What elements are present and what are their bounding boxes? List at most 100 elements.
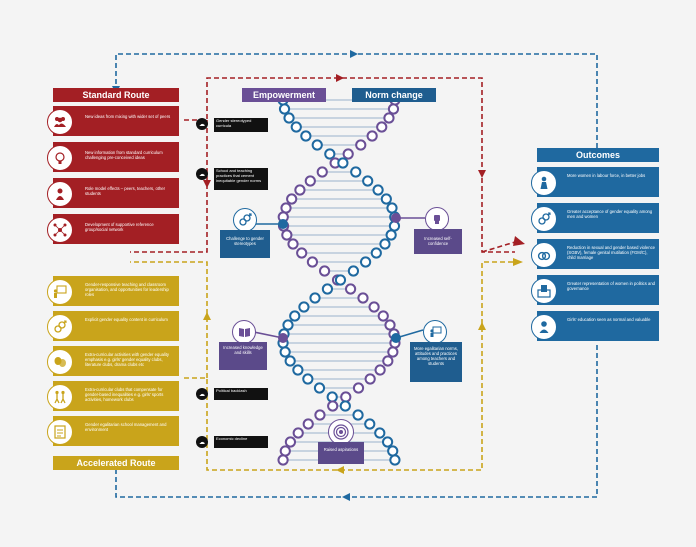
knowledge-skills-box: Increased knowledge and skills — [219, 342, 267, 370]
helix-bead-norm-change — [284, 355, 296, 367]
blocker-label: Gender stereotyped curricula — [214, 118, 268, 132]
helix-bead-empowerment — [357, 292, 369, 304]
outcome-item-text: Girls' education seen as normal and valu… — [567, 317, 651, 322]
helix-bead-norm-change — [347, 265, 360, 277]
helix-bead-norm-change — [364, 418, 376, 430]
standard-route-item: New information from standard curriculum… — [47, 142, 179, 172]
helix-bead-empowerment — [287, 238, 299, 250]
empowerment-label: Empowerment — [242, 88, 326, 102]
target-icon — [328, 419, 354, 445]
helix-bead-norm-change — [385, 229, 397, 241]
helix-bead-empowerment — [366, 130, 378, 142]
helix-bead-norm-change — [379, 238, 391, 250]
helix-bead-empowerment — [314, 409, 326, 421]
helix-bead-norm-change — [374, 427, 386, 439]
standard-route-item: Role model effects – peers, teachers, ot… — [47, 178, 179, 208]
cloud-bolt-icon: ☁ — [196, 436, 208, 448]
network-icon — [47, 217, 73, 243]
helix-bead-empowerment — [376, 121, 388, 133]
egalitarian-norms-box: More egalitarian norms, attitudes and pr… — [410, 342, 462, 382]
helix-bead-norm-change — [381, 436, 394, 448]
outcomes-title: Outcomes — [537, 148, 659, 162]
helix-bead-empowerment — [284, 436, 297, 448]
gender-symbols-icon — [47, 314, 73, 340]
helix-bead-norm-change — [380, 193, 392, 205]
helix-bead-empowerment — [296, 247, 308, 259]
helix-bead-empowerment — [316, 166, 328, 178]
standard-route-item-text: Development of supportive reference grou… — [85, 222, 154, 233]
helix-bead-norm-change — [388, 220, 401, 232]
helix-bead-empowerment — [355, 139, 367, 151]
accelerated-route-item-text: Extra-curricular activities with gender … — [85, 352, 170, 368]
theatre-masks-icon — [47, 349, 73, 375]
challenge-stereotypes-box: Challenge to gender stereotypes — [220, 230, 270, 258]
standard-route-item: Development of supportive reference grou… — [47, 214, 179, 244]
dna-helix — [253, 94, 425, 466]
helix-bead-empowerment — [292, 427, 304, 439]
accelerated-route-item: Gender-responsive teaching and classroom… — [47, 276, 179, 306]
helix-bead-empowerment — [374, 364, 386, 376]
helix-bead-norm-change — [337, 157, 349, 169]
helix-bead-norm-change — [386, 202, 398, 214]
cloud-bolt-icon: ☁ — [196, 388, 208, 400]
sport-figures-icon — [47, 384, 73, 410]
gender-symbols-icon — [531, 206, 557, 232]
helix-bead-empowerment — [318, 265, 331, 277]
woman-worker-icon — [531, 170, 557, 196]
accelerated-route-loop — [130, 261, 515, 471]
ballot-icon — [531, 278, 557, 304]
helix-bead-empowerment — [302, 418, 314, 430]
helix-bead-norm-change — [352, 409, 364, 421]
helix-node-dot — [278, 219, 288, 229]
raised-aspirations-box: Raised aspirations — [318, 442, 364, 464]
cloud-bolt-icon: ☁ — [196, 168, 208, 180]
accelerated-route-item-text: Gender egalitarian school management and… — [85, 422, 167, 433]
helix-bead-norm-change — [298, 301, 310, 313]
role-model-icon — [47, 181, 73, 207]
helix-bead-empowerment — [279, 445, 291, 457]
outcome-item: Reduction in sexual and gender based vio… — [531, 239, 659, 269]
helix-bead-norm-change — [321, 283, 334, 295]
standard-route-title: Standard Route — [53, 88, 179, 102]
helix-bead-empowerment — [281, 229, 293, 241]
helix-bead-empowerment — [383, 112, 395, 124]
outer-feedback-loop — [115, 53, 598, 498]
helix-bead-empowerment — [340, 391, 352, 403]
helix-bead-norm-change — [324, 148, 336, 160]
helix-bead-empowerment — [286, 193, 298, 205]
helix-bead-norm-change — [350, 166, 362, 178]
standard-route-item-text: New information from standard curriculum… — [85, 150, 163, 161]
accelerated-route-item-text: Explicit gender equality content in curr… — [85, 317, 168, 322]
lightbulb-head-icon — [47, 145, 73, 171]
helix-bead-norm-change — [389, 454, 401, 466]
helix-bead-empowerment — [306, 256, 319, 268]
helix-bead-norm-change — [334, 274, 347, 286]
helix-bead-norm-change — [289, 310, 301, 322]
helix-bead-empowerment — [352, 382, 365, 394]
helix-bead-empowerment — [387, 346, 399, 358]
accelerated-route-item: Gender egalitarian school management and… — [47, 416, 179, 446]
helix-bead-empowerment — [387, 103, 400, 115]
helix-bead-empowerment — [344, 283, 357, 295]
helix-bead-norm-change — [279, 346, 291, 358]
helix-bead-empowerment — [382, 355, 394, 367]
outcome-item-text: Reduction in sexual and gender based vio… — [567, 245, 655, 261]
helix-node-dot — [278, 333, 288, 343]
accelerated-route-item-text: Gender-responsive teaching and classroom… — [85, 282, 169, 298]
people-group-icon — [47, 109, 73, 135]
clipboard-icon — [47, 419, 73, 445]
standard-route-item-text: Role model effects – peers, teachers, ot… — [85, 186, 165, 197]
helix-bead-norm-change — [283, 112, 295, 124]
blocker-label: Political backlash — [214, 388, 268, 400]
girl-student-icon — [531, 314, 557, 340]
accelerated-route-item-text: Extra-curricular clubs that compensate f… — [85, 387, 164, 403]
helix-bead-empowerment — [384, 319, 396, 331]
outcome-item-text: More women in labour force, in better jo… — [567, 173, 646, 178]
helix-bead-empowerment — [304, 175, 316, 187]
gender-symbols-icon — [233, 208, 257, 232]
helix-bead-norm-change — [387, 445, 399, 457]
helix-bead-empowerment — [377, 310, 389, 322]
blocker-label: Economic decline — [214, 436, 268, 448]
